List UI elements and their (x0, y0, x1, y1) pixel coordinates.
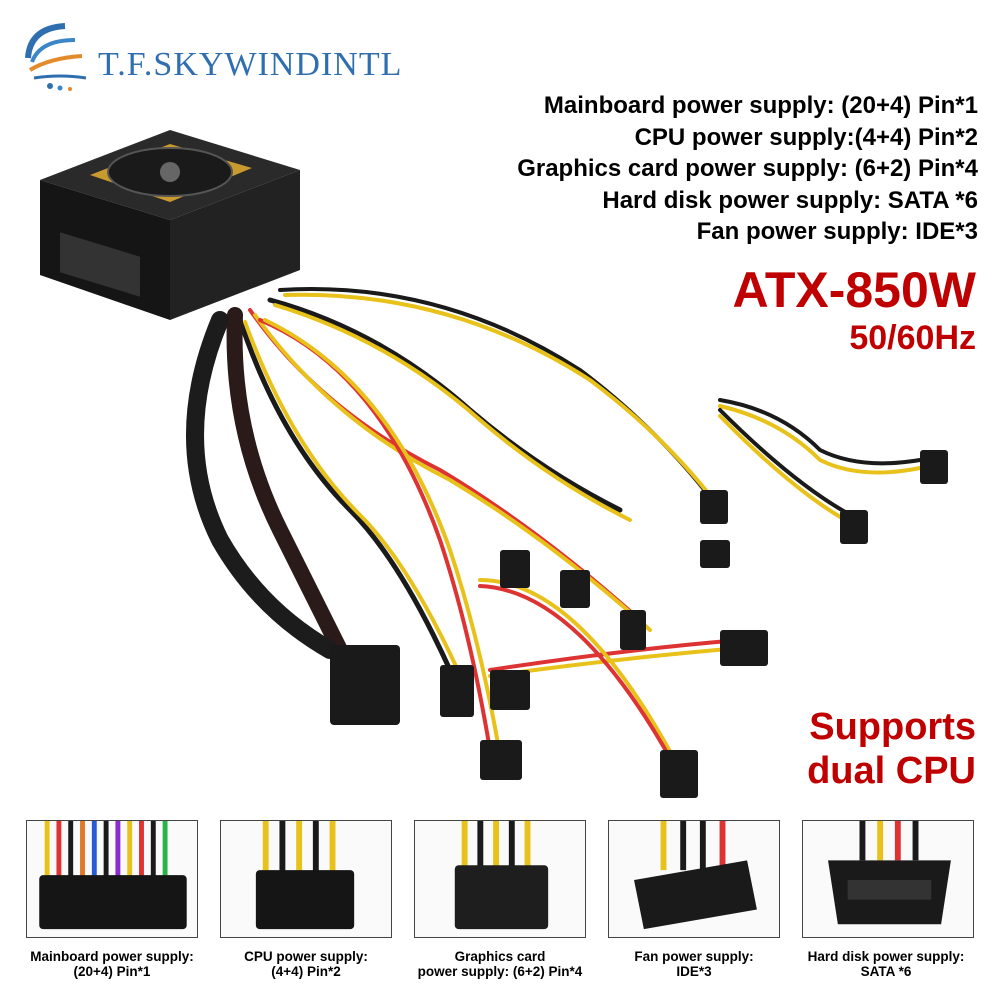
cpu-8pin-connector-icon (255, 821, 355, 930)
molex-connector-icon (634, 821, 757, 930)
caption-cpu: CPU power supply: (4+4) Pin*2 (244, 949, 368, 979)
feature-line-2: dual CPU (807, 750, 976, 792)
feature-line-1: Supports (809, 706, 976, 748)
psu-product-image (40, 130, 948, 798)
caption-graphics: Graphics card power supply: (6+2) Pin*4 (417, 949, 583, 979)
psu-unit (40, 130, 300, 320)
model-name: ATX-850W (732, 262, 976, 318)
model-frequency: 50/60Hz (849, 319, 976, 357)
brand-name: T.F.SKYWINDINTL (98, 46, 403, 83)
spec-line-cpu: CPU power supply:(4+4) Pin*2 (634, 123, 978, 151)
sata-connector-icon (828, 821, 951, 925)
spec-line-mainboard: Mainboard power supply: (20+4) Pin*1 (543, 92, 978, 119)
brand-logo: T.F.SKYWINDINTL (20, 18, 500, 98)
connector-heads (330, 450, 948, 798)
spec-line-fan: Fan power supply: IDE*3 (696, 218, 978, 245)
caption-fan: Fan power supply: IDE*3 (634, 949, 754, 979)
wind-swirl-icon (25, 23, 87, 91)
cable-bundle (186, 287, 922, 778)
connector-thumb-graphics (414, 820, 586, 938)
dual-cpu-feature: Supports dual CPU (807, 705, 976, 793)
caption-mainboard: Mainboard power supply: (20+4) Pin*1 (30, 949, 194, 979)
connector-thumb-mainboard (26, 820, 198, 938)
spec-line-hdd: Hard disk power supply: SATA *6 (602, 186, 978, 214)
caption-sata: Hard disk power supply: SATA *6 (807, 949, 965, 979)
spec-line-graphics: Graphics card power supply: (6+2) Pin*4 (517, 155, 978, 182)
connector-thumb-sata (802, 820, 974, 938)
pcie-8pin-connector-icon (454, 821, 549, 930)
connector-thumb-cpu (220, 820, 392, 938)
atx-24pin-connector-icon (39, 821, 187, 930)
connector-thumb-fan (608, 820, 780, 938)
spec-list: Mainboard power supply: (20+4) Pin*1 CPU… (517, 90, 978, 248)
model-block: ATX-850W 50/60Hz (732, 262, 976, 358)
